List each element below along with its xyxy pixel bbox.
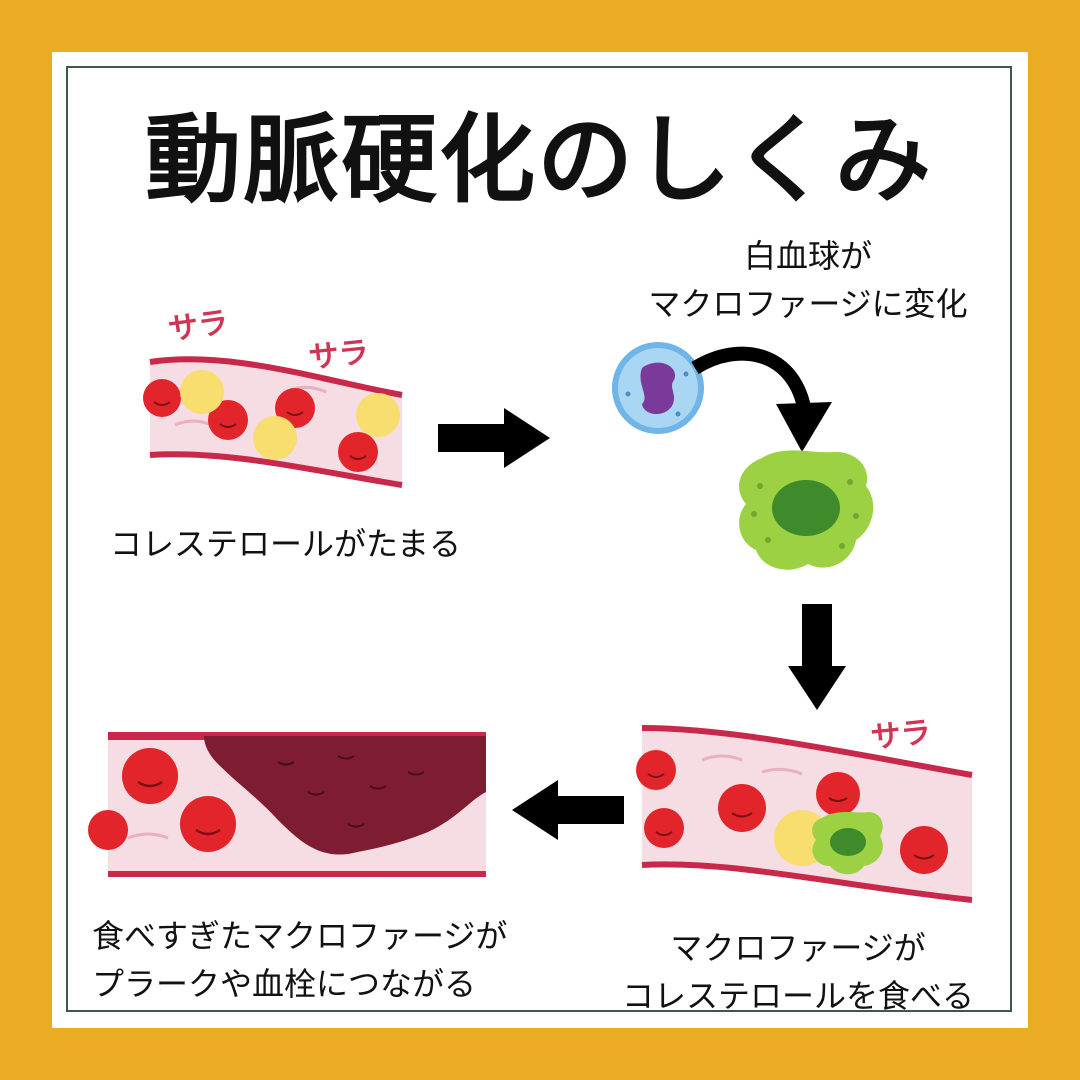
step4-caption-line2: プラークや血栓につながる (92, 965, 477, 1003)
step4-caption: 食べすぎたマクロファージが プラークや血栓につながる (92, 912, 507, 1008)
plaque (204, 736, 486, 855)
step3-caption-line1: マクロファージが (670, 929, 926, 967)
red-blood-cell (636, 750, 676, 790)
red-blood-cell (88, 810, 128, 850)
step3-caption-line2: コレステロールを食べる (621, 977, 974, 1015)
step2-caption-line2: マクロファージに変化 (648, 285, 968, 323)
red-blood-cell (900, 826, 948, 874)
red-blood-cell (275, 388, 315, 428)
red-blood-cell (180, 796, 236, 852)
vessel-cholesterol-illustration: サラ サラ (143, 305, 403, 488)
step2-caption-line1: 白血球が (743, 237, 872, 275)
step4-caption-line1: 食べすぎたマクロファージが (92, 917, 508, 955)
arrow-down-icon (788, 604, 846, 710)
step3-caption: マクロファージが コレステロールを食べる (598, 924, 998, 1020)
card-border (66, 66, 1012, 1012)
red-blood-cell (122, 748, 178, 804)
red-blood-cell (143, 379, 181, 417)
macrophage-illustration (739, 450, 874, 570)
red-blood-cell (816, 772, 860, 816)
white-blood-cell-illustration (612, 342, 704, 434)
vessel-wall-bottom (149, 451, 403, 488)
plaque-illustration (88, 732, 486, 877)
vessel-wall-top (149, 356, 403, 398)
red-blood-cell (338, 432, 378, 472)
step1-caption: コレステロールがたまる (110, 525, 462, 563)
page-title: 動脈硬化のしくみ (145, 104, 933, 216)
step2-caption: 白血球が マクロファージに変化 (608, 232, 1008, 328)
sara-label-3: サラ (869, 715, 932, 756)
red-blood-cell (718, 784, 766, 832)
sara-label-1: サラ (166, 305, 230, 348)
red-blood-cell (644, 808, 684, 848)
arrow-right-icon (438, 408, 550, 468)
cholesterol-particle (253, 416, 297, 460)
curved-arrow-icon (691, 346, 832, 452)
cholesterol-particle (356, 393, 400, 437)
sara-label-2: サラ (307, 335, 370, 376)
arrow-left-icon (512, 780, 624, 840)
macrophage-eating-illustration: サラ (636, 715, 973, 903)
red-blood-cell (208, 400, 248, 440)
cholesterol-particle (180, 370, 224, 414)
